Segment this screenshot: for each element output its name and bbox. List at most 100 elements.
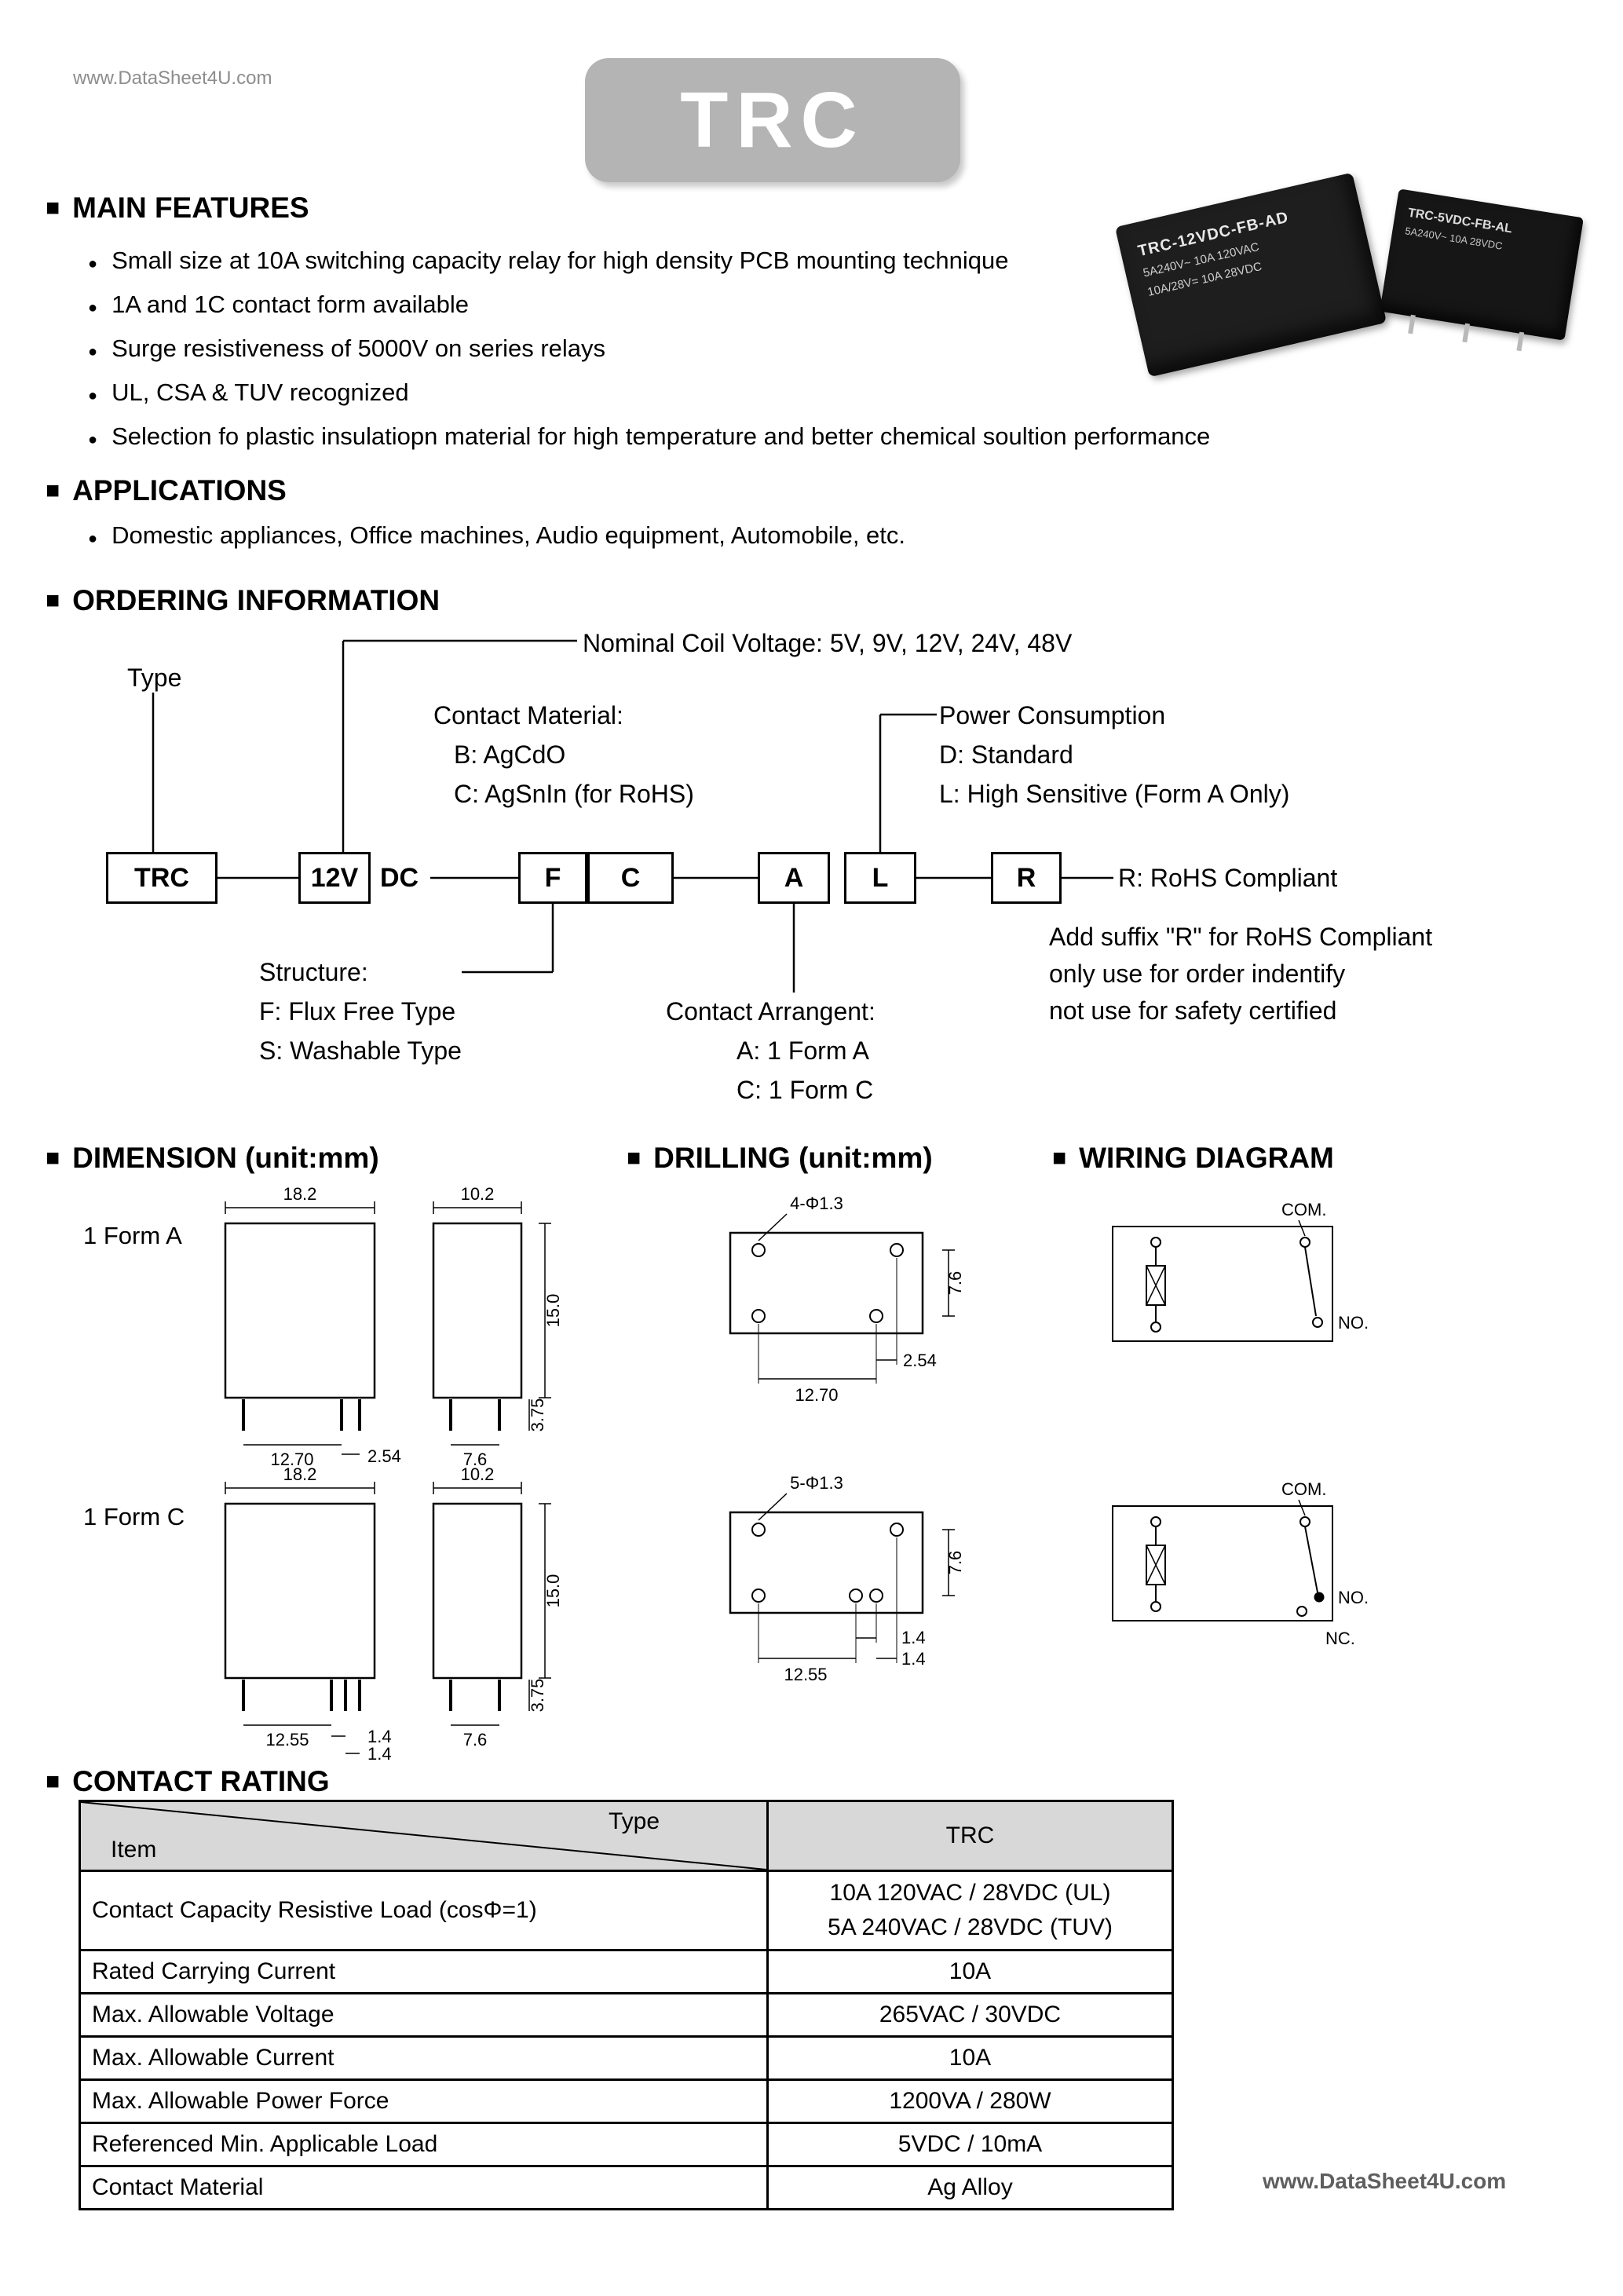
application-text: Domestic appliances, Office machines, Au… — [111, 521, 906, 549]
row-item-cell: Rated Carrying Current — [79, 1949, 769, 1994]
table-row: Contact Capacity Resistive Load (cosΦ=1)… — [79, 1870, 1174, 1951]
drill-offset2-label: 1.4 — [901, 1649, 926, 1669]
dim-side-pitch-label: 7.6 — [463, 1730, 488, 1749]
section-marker-icon: ■ — [46, 1145, 60, 1171]
row-value-cell: 10A 120VAC / 28VDC (UL) 5A 240VAC / 28VD… — [766, 1870, 1174, 1951]
order-box-structure: F — [518, 852, 587, 904]
rohs-note-line: Add suffix "R" for RoHS Compliant — [1049, 923, 1433, 951]
row-item-cell: Referenced Min. Applicable Load — [79, 2122, 769, 2167]
applications-heading: ■ APPLICATIONS — [46, 474, 287, 507]
relay-pin — [1516, 331, 1525, 352]
form-c-drilling-drawing: 5-Φ1.3 7.6 1.4 1.4 12.55 — [729, 1473, 965, 1684]
drill-vertical-label: 7.6 — [945, 1551, 965, 1575]
drill-offset-label: 2.54 — [903, 1351, 937, 1370]
table-header-row: Type Item TRC — [79, 1800, 1174, 1872]
row-value-cell: 10A — [766, 2035, 1174, 2081]
heading-text: DIMENSION (unit:mm) — [72, 1142, 379, 1174]
drilling-heading: ■ DRILLING (unit:mm) — [627, 1142, 933, 1175]
feature-item: ● 1A and 1C contact form available — [88, 284, 1210, 328]
table-row: Referenced Min. Applicable Load 5VDC / 1… — [79, 2122, 1174, 2167]
power-option: L: High Sensitive (Form A Only) — [939, 780, 1290, 808]
dim-pitch-label: 12.70 — [270, 1450, 313, 1469]
feature-item: ● Small size at 10A switching capacity r… — [88, 240, 1210, 284]
structure-option: S: Washable Type — [259, 1036, 462, 1065]
section-marker-icon: ■ — [46, 587, 60, 613]
main-features-list: ● Small size at 10A switching capacity r… — [88, 240, 1210, 460]
feature-text: Surge resistiveness of 5000V on series r… — [111, 335, 606, 362]
rohs-label: R: RoHS Compliant — [1118, 864, 1338, 892]
bullet-icon: ● — [88, 255, 98, 272]
structure-option: F: Flux Free Type — [259, 997, 456, 1026]
corner-item-label: Item — [111, 1837, 157, 1863]
dim-offset1-label: 1.4 — [367, 1727, 392, 1746]
feature-text: Selection fo plastic insulatiopn materia… — [111, 422, 1211, 450]
section-marker-icon: ■ — [627, 1145, 642, 1171]
arrangement-option: C: 1 Form C — [737, 1076, 874, 1104]
section-marker-icon: ■ — [46, 195, 60, 221]
contact-rating-heading: ■ CONTACT RATING — [46, 1765, 330, 1798]
feature-text: UL, CSA & TUV recognized — [111, 378, 409, 406]
power-option: D: Standard — [939, 740, 1073, 769]
dimension-heading: ■ DIMENSION (unit:mm) — [46, 1142, 379, 1175]
rohs-note-line: not use for safety certified — [1049, 996, 1337, 1025]
structure-block: Structure: F: Flux Free Type S: Washable… — [259, 952, 462, 1070]
drill-offset1-label: 1.4 — [901, 1628, 926, 1647]
wiring-no-label: NO. — [1338, 1313, 1369, 1333]
order-box-rohs: R — [991, 852, 1062, 904]
wiring-nc-label: NC. — [1325, 1629, 1355, 1648]
dim-offset2-label: 1.4 — [367, 1744, 392, 1764]
wiring-heading: ■ WIRING DIAGRAM — [1052, 1142, 1334, 1175]
table-row: Max. Allowable Current 10A — [79, 2035, 1174, 2081]
relay-pin — [1408, 314, 1416, 335]
feature-text: Small size at 10A switching capacity rel… — [111, 247, 1009, 274]
row-item-cell: Max. Allowable Voltage — [79, 1992, 769, 2038]
corner-type-label: Type — [609, 1808, 660, 1834]
value-line: 10A 120VAC / 28VDC (UL) — [829, 1880, 1111, 1906]
watermark-top: www.DataSheet4U.com — [73, 68, 272, 89]
heading-text: CONTACT RATING — [72, 1765, 330, 1797]
form-a-label: 1 Form A — [83, 1222, 182, 1249]
dim-width-label: 18.2 — [283, 1466, 317, 1484]
row-item-cell: Contact Material — [79, 2165, 769, 2210]
feature-item: ● UL, CSA & TUV recognized — [88, 372, 1210, 416]
drill-holes-label: 5-Φ1.3 — [790, 1473, 843, 1493]
section-marker-icon: ■ — [46, 477, 60, 503]
dim-offset-label: 2.54 — [367, 1446, 401, 1466]
dim-height-label: 15.0 — [543, 1294, 563, 1328]
column-header-trc: TRC — [766, 1800, 1174, 1872]
nominal-voltage-label: Nominal Coil Voltage: 5V, 9V, 12V, 24V, … — [583, 629, 1073, 657]
corner-cell: Type Item — [79, 1800, 769, 1872]
form-a-wiring-diagram: COM. NO. — [1112, 1200, 1369, 1342]
arrangement-title: Contact Arrangent: — [666, 997, 875, 1026]
wiring-com-label: COM. — [1281, 1200, 1326, 1219]
table-row: Max. Allowable Power Force 1200VA / 280W — [79, 2078, 1174, 2124]
table-row: Max. Allowable Voltage 265VAC / 30VDC — [79, 1992, 1174, 2038]
heading-text: ORDERING INFORMATION — [72, 584, 440, 616]
contact-material-block: Contact Material: B: AgCdO C: AgSnIn (fo… — [433, 696, 694, 813]
drill-vertical-label: 7.6 — [945, 1271, 965, 1296]
order-box-power: L — [844, 852, 916, 904]
row-value-cell: 1200VA / 280W — [766, 2078, 1174, 2124]
section-marker-icon: ■ — [46, 1768, 60, 1794]
form-c-wiring-diagram: COM. NO. NC. — [1112, 1479, 1369, 1648]
drawings-section: ■ DIMENSION (unit:mm) ■ DRILLING (unit:m… — [0, 1140, 1623, 1765]
order-box-material: C — [587, 852, 674, 904]
dim-depth-label: 10.2 — [461, 1466, 495, 1484]
form-c-label: 1 Form C — [83, 1503, 185, 1530]
dim-depth-label: 10.2 — [461, 1186, 495, 1204]
row-value-cell: Ag Alloy — [766, 2165, 1174, 2210]
dim-side-pitch-label: 7.6 — [463, 1450, 488, 1469]
ordering-diagram: Nominal Coil Voltage: 5V, 9V, 12V, 24V, … — [0, 620, 1623, 1139]
value-line: 5A 240VAC / 28VDC (TUV) — [828, 1914, 1113, 1940]
power-title: Power Consumption — [939, 701, 1166, 729]
diagonal-divider — [81, 1802, 766, 1870]
contact-material-option: C: AgSnIn (for RoHS) — [454, 780, 694, 808]
relay-pin — [1462, 323, 1470, 343]
row-item-cell: Contact Capacity Resistive Load (cosΦ=1) — [79, 1870, 769, 1951]
row-item-cell: Max. Allowable Power Force — [79, 2078, 769, 2124]
feature-text: 1A and 1C contact form available — [111, 291, 470, 318]
watermark-bottom: www.DataSheet4U.com — [1263, 2169, 1507, 2193]
row-value-cell: 10A — [766, 1949, 1174, 1994]
bullet-icon: ● — [88, 530, 98, 547]
heading-text: MAIN FEATURES — [72, 192, 309, 224]
